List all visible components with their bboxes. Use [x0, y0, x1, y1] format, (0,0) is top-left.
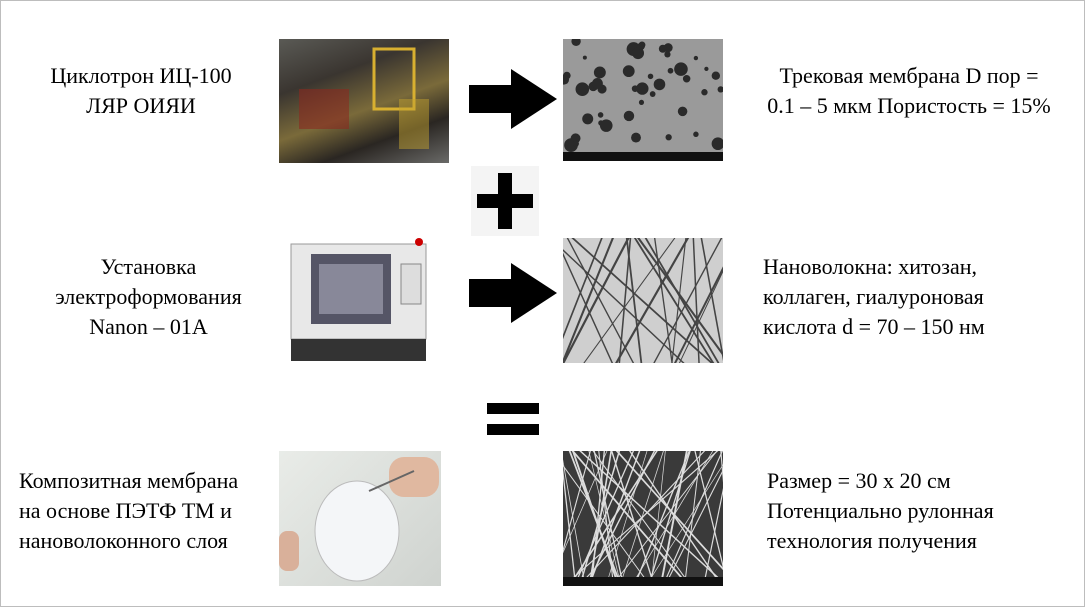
track-membrane-sem-image	[563, 39, 723, 161]
composite-sem-image	[563, 451, 723, 586]
nanon-machine-photo	[289, 236, 441, 366]
text-line: на основе ПЭТФ ТМ и	[19, 498, 232, 523]
text-line: кислота d = 70 – 150 нм	[763, 314, 985, 339]
text-line: коллаген, гиалуроновая	[763, 284, 984, 309]
text-line: Нановолокна: хитозан,	[763, 254, 978, 279]
text-line: Установка	[100, 254, 197, 279]
text-line: Композитная мембрана	[19, 468, 239, 493]
text-line: Размер = 30 x 20 см	[767, 468, 951, 493]
arrow-right-icon	[469, 263, 557, 323]
track-membrane-description: Трековая мембрана D пор = 0.1 – 5 мкм По…	[749, 61, 1069, 121]
text-line: 0.1 – 5 мкм Пористость = 15%	[767, 93, 1051, 118]
text-line: Nanon – 01A	[89, 314, 208, 339]
plus-icon	[471, 166, 539, 236]
cyclotron-photo	[279, 39, 449, 163]
composite-description: Размер = 30 x 20 см Потенциально рулонна…	[767, 466, 1067, 556]
arrow-right-icon	[469, 69, 557, 129]
text-line: Циклотрон ИЦ-100	[50, 63, 232, 88]
equals-icon	[487, 403, 539, 435]
nanofiber-description: Нановолокна: хитозан, коллаген, гиалурон…	[763, 252, 1063, 342]
text-line: нановолоконного слоя	[19, 528, 228, 553]
text-line: Трековая мембрана D пор =	[779, 63, 1039, 88]
text-line: ЛЯР ОИЯИ	[86, 93, 196, 118]
text-line: Потенциально рулонная	[767, 498, 994, 523]
text-line: электроформования	[55, 284, 242, 309]
composite-membrane-label: Композитная мембрана на основе ПЭТФ ТМ и…	[19, 466, 279, 556]
electrospinning-label: Установка электроформования Nanon – 01A	[21, 252, 276, 342]
cyclotron-label: Циклотрон ИЦ-100 ЛЯР ОИЯИ	[16, 61, 266, 121]
nanofiber-tem-image	[563, 238, 723, 363]
composite-membrane-photo	[279, 451, 441, 586]
text-line: технология получения	[767, 528, 977, 553]
